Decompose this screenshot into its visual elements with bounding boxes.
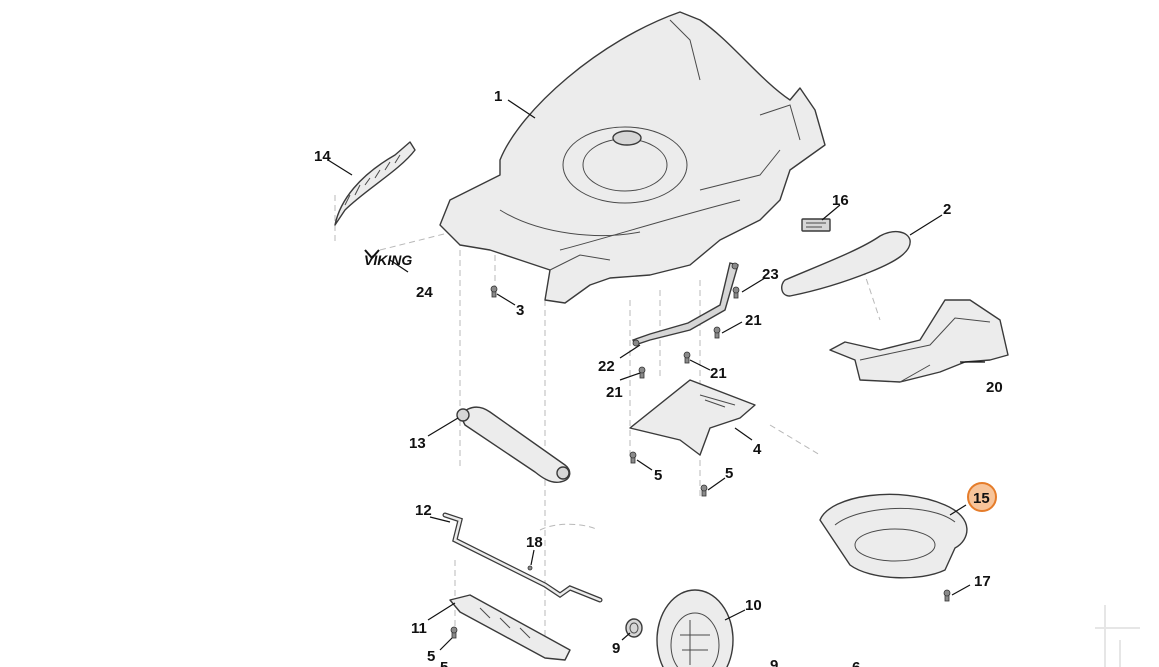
screw-5c <box>450 626 458 639</box>
callout-10[interactable]: 10 <box>745 597 762 614</box>
callout-23[interactable]: 23 <box>762 266 779 283</box>
deck-dome-cover[interactable] <box>819 493 968 579</box>
viking-brand-label: VIKING <box>364 249 412 268</box>
screw-3 <box>490 285 498 298</box>
axle-bracket[interactable] <box>449 594 571 661</box>
rear-trim-cover[interactable] <box>781 230 911 297</box>
side-grip-strip[interactable] <box>334 141 416 226</box>
callout-5-deflector-left[interactable]: 5 <box>654 467 662 484</box>
callout-15[interactable]: 15 <box>973 490 990 507</box>
callout-14[interactable]: 14 <box>314 148 331 165</box>
callout-21-lower[interactable]: 21 <box>606 384 623 401</box>
info-label-plate[interactable] <box>801 218 831 232</box>
callout-5-bracket[interactable]: 5 <box>427 648 435 665</box>
mower-deck[interactable] <box>439 11 826 304</box>
pin-18 <box>527 565 533 571</box>
callout-3[interactable]: 3 <box>516 302 524 319</box>
cable-guide[interactable] <box>632 262 739 347</box>
callout-16[interactable]: 16 <box>832 192 849 209</box>
viking-brand-text: VIKING <box>364 252 412 268</box>
callout-18[interactable]: 18 <box>526 534 543 551</box>
callout-21-middle[interactable]: 21 <box>710 365 727 382</box>
callout-24[interactable]: 24 <box>416 284 433 301</box>
callout-5-bracket-lower[interactable]: 5 <box>440 659 448 667</box>
callout-9-wheel[interactable]: 9 <box>770 657 778 667</box>
callout-11[interactable]: 11 <box>411 620 427 637</box>
deflector-plate[interactable] <box>629 379 756 456</box>
height-adjust-axle[interactable] <box>442 512 603 603</box>
callouts: 1 14 24 16 2 3 23 21 22 21 21 4 5 5 20 1… <box>314 88 1003 667</box>
callout-4[interactable]: 4 <box>753 441 762 458</box>
callout-5-deflector-right[interactable]: 5 <box>725 465 733 482</box>
callout-15-highlight-ring <box>967 482 997 512</box>
screw-5b <box>700 484 708 497</box>
rear-roller[interactable] <box>456 406 571 484</box>
screw-21b <box>683 351 691 364</box>
callout-20[interactable]: 20 <box>986 379 1003 396</box>
screw-5a <box>629 451 637 464</box>
screw-17 <box>943 589 951 602</box>
callout-13[interactable]: 13 <box>409 435 426 452</box>
callout-22[interactable]: 22 <box>598 358 615 375</box>
callout-9-bushing[interactable]: 9 <box>612 640 620 657</box>
screw-23 <box>732 286 740 299</box>
leader-lines <box>327 99 985 651</box>
screw-21a <box>713 326 721 339</box>
callout-12[interactable]: 12 <box>415 502 432 519</box>
corner-artifact <box>1095 605 1140 667</box>
screw-21c <box>638 366 646 379</box>
callout-6[interactable]: 6 <box>852 659 860 667</box>
grass-discharge-chute[interactable] <box>829 299 1009 383</box>
wheel-bushing[interactable] <box>625 618 643 638</box>
callout-21-upper[interactable]: 21 <box>745 312 762 329</box>
callout-2[interactable]: 2 <box>943 201 951 218</box>
wheel[interactable] <box>656 589 734 667</box>
screws <box>450 285 951 639</box>
callout-1[interactable]: 1 <box>494 88 502 105</box>
callout-17[interactable]: 17 <box>974 573 991 590</box>
